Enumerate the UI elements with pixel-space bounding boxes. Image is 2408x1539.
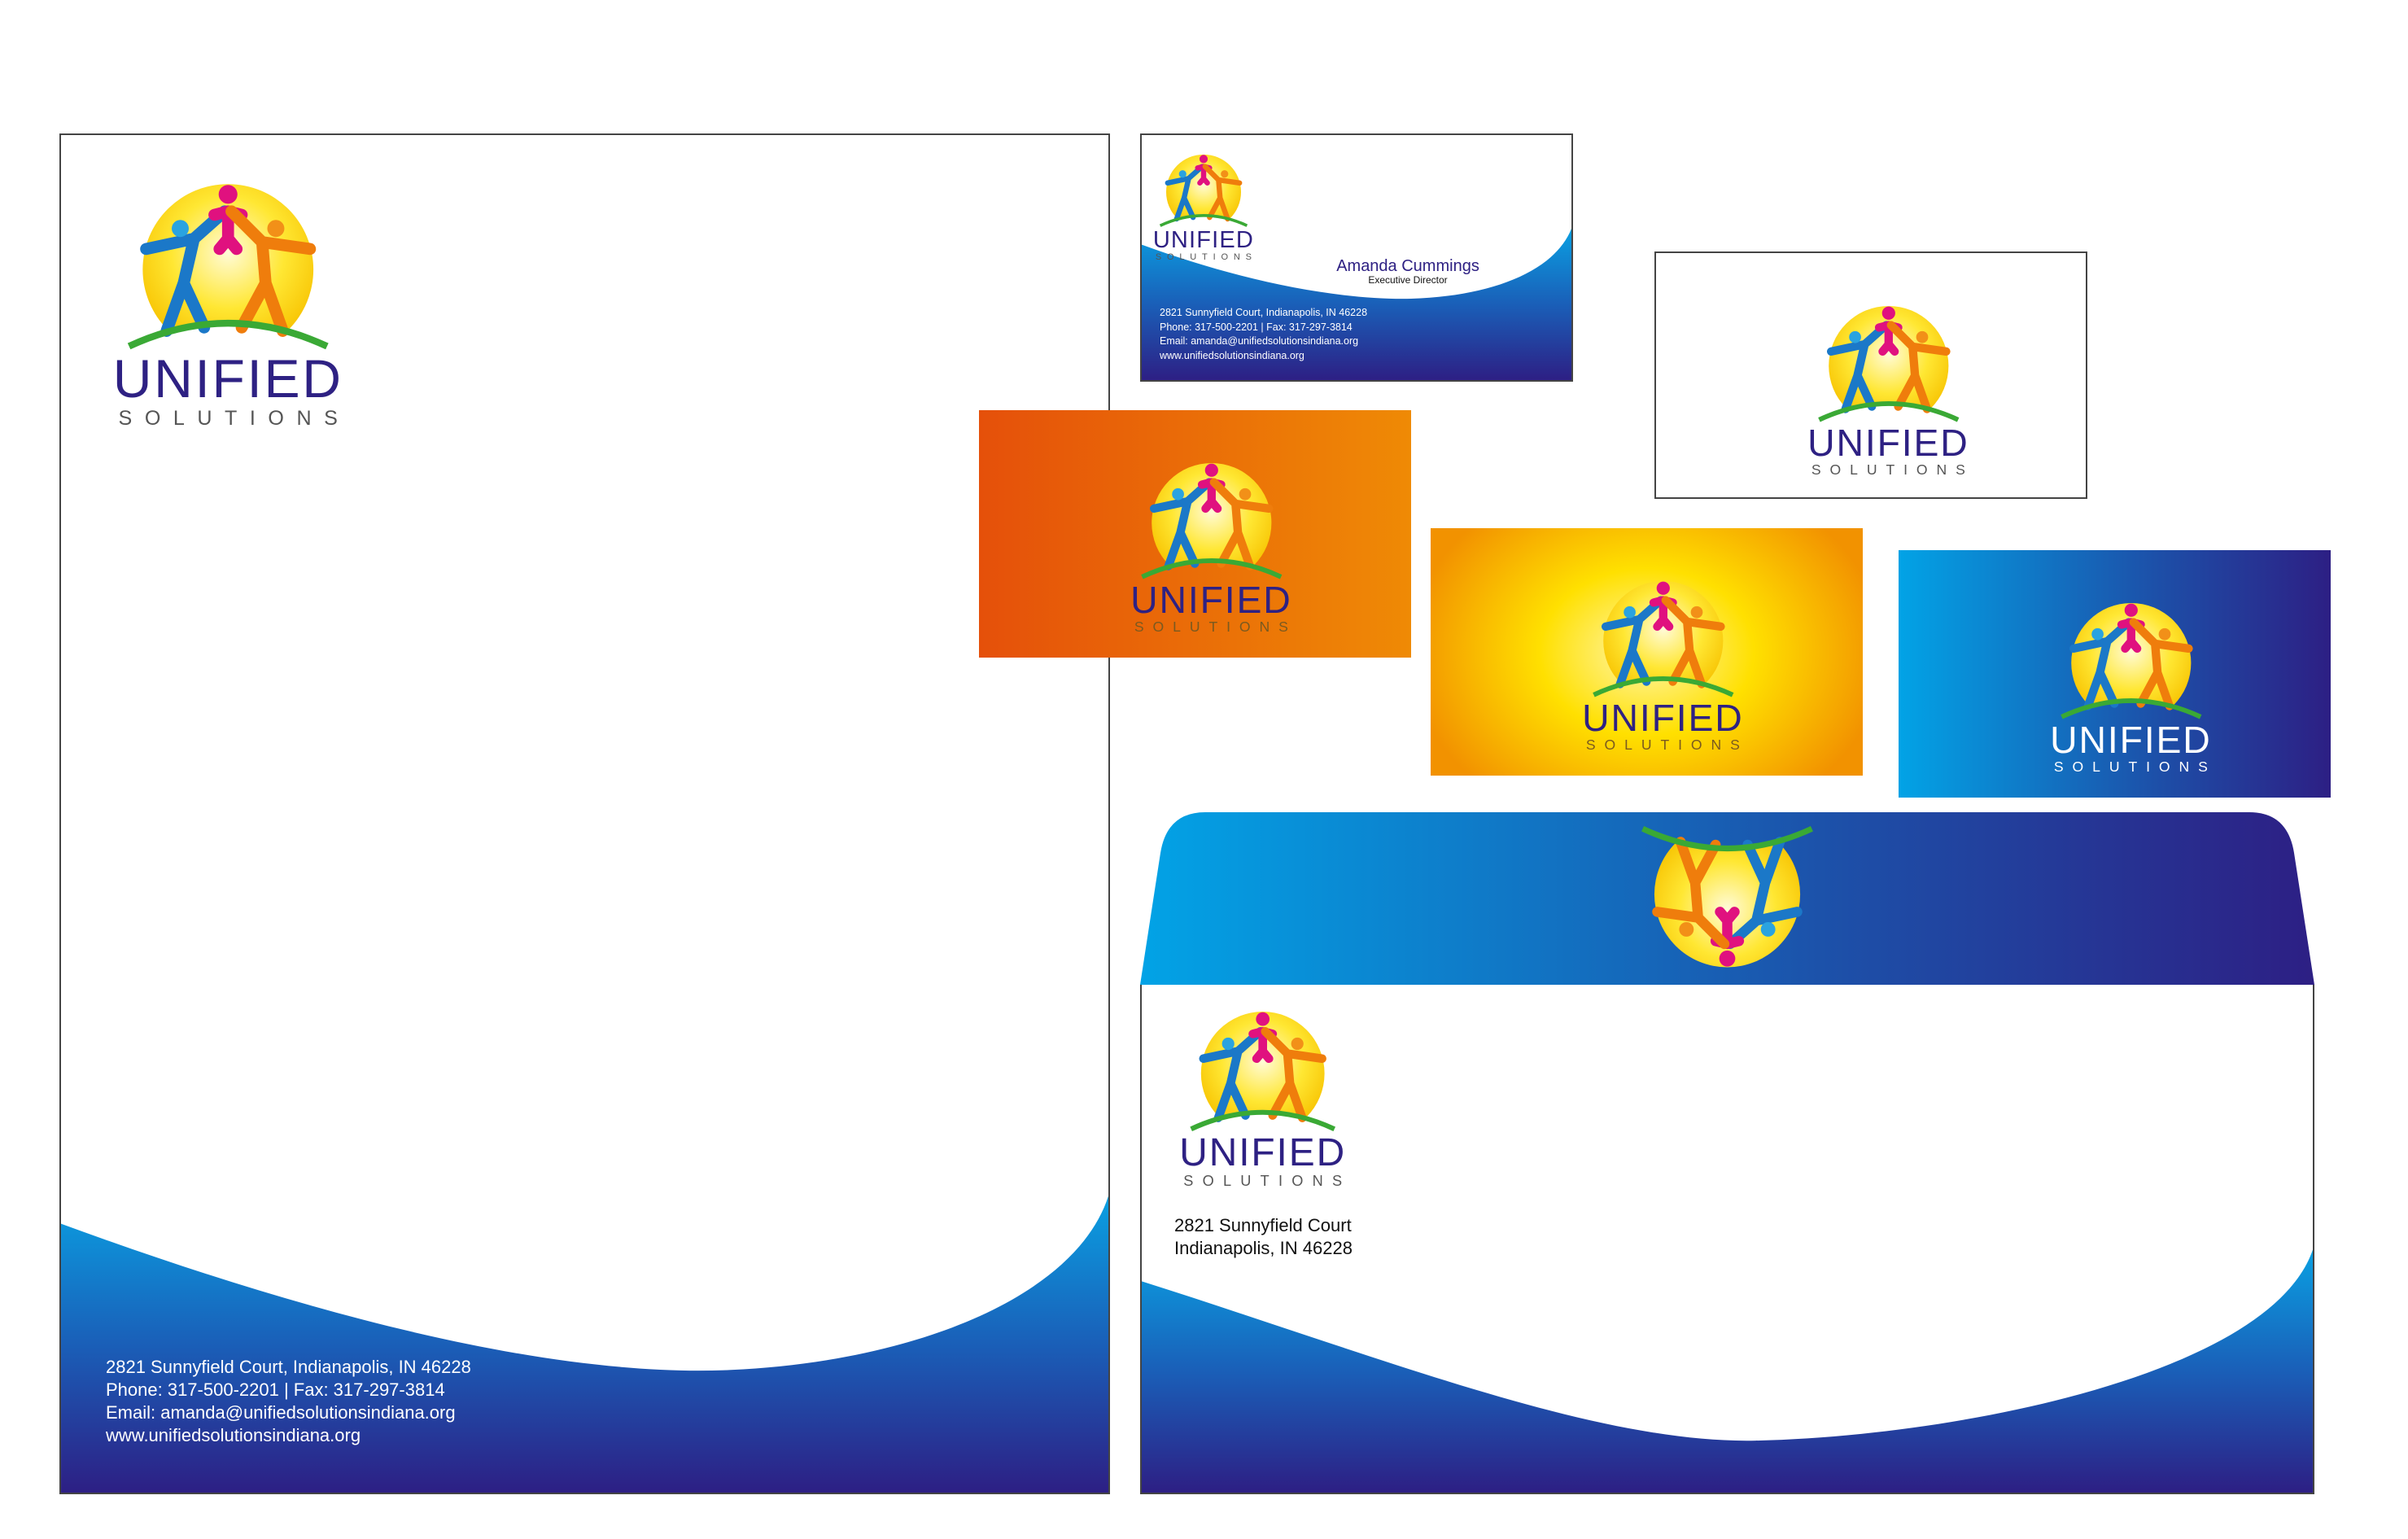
logo-tagline: SOLUTIONS xyxy=(1134,619,1297,636)
street: 2821 Sunnyfield Court xyxy=(1174,1215,1352,1235)
card-logo: UNIFIED SOLUTIONS xyxy=(1150,153,1257,262)
business-card-back-blue: UNIFIED SOLUTIONS xyxy=(1899,550,2331,798)
envelope-logo: UNIFIED SOLUTIONS xyxy=(1174,1009,1351,1189)
logo-name: UNIFIED xyxy=(1130,579,1292,622)
sun-people-icon xyxy=(1136,461,1287,580)
envelope-wave xyxy=(1142,1249,2313,1493)
address: 2821 Sunnyfield Court, Indianapolis, IN … xyxy=(1160,307,1368,318)
phone-fax: Phone: 317-500-2201 | Fax: 317-297-3814 xyxy=(1160,321,1353,333)
logo-name: UNIFIED xyxy=(1152,226,1254,253)
card-logo: UNIFIED SOLUTIONS xyxy=(1803,304,1974,478)
logo-name: UNIFIED xyxy=(2050,719,2212,762)
logo-tagline: SOLUTIONS xyxy=(2053,759,2217,776)
card-wave xyxy=(1142,228,1571,380)
business-card-front: UNIFIED SOLUTIONS Amanda Cummings Execut… xyxy=(1140,133,1573,382)
logo-tagline: SOLUTIONS xyxy=(1811,461,1974,479)
logo-tagline: SOLUTIONS xyxy=(1585,737,1749,754)
sun-people-icon xyxy=(1156,153,1251,228)
card-logo: UNIFIED SOLUTIONS xyxy=(2045,601,2217,775)
sun-people-icon xyxy=(2056,601,2207,720)
card-contact: 2821 Sunnyfield Court, Indianapolis, IN … xyxy=(1160,306,1367,363)
website: www.unifiedsolutionsindiana.org xyxy=(106,1425,361,1445)
return-address: 2821 Sunnyfield Court Indianapolis, IN 4… xyxy=(1174,1214,1353,1260)
sun-people-icon xyxy=(1813,304,1964,423)
logo-tagline: SOLUTIONS xyxy=(1183,1173,1352,1190)
phone-fax: Phone: 317-500-2201 | Fax: 317-297-3814 xyxy=(106,1379,445,1400)
business-card-back-white: UNIFIED SOLUTIONS xyxy=(1654,251,2087,499)
logo-name: UNIFIED xyxy=(1807,422,1969,465)
letterhead-contact: 2821 Sunnyfield Court, Indianapolis, IN … xyxy=(106,1356,471,1447)
logo-name: UNIFIED xyxy=(1179,1130,1347,1174)
business-card-back-orange: UNIFIED SOLUTIONS xyxy=(979,410,1411,658)
email: Email: amanda@unifiedsolutionsindiana.or… xyxy=(106,1402,456,1423)
sun-people-icon xyxy=(1185,1009,1340,1133)
website: www.unifiedsolutionsindiana.org xyxy=(1160,349,1305,361)
flap-sun-people-icon xyxy=(1640,822,1815,973)
logo-tagline: SOLUTIONS xyxy=(118,406,351,430)
email: Email: amanda@unifiedsolutionsindiana.or… xyxy=(1160,335,1359,347)
sun-people-icon xyxy=(120,181,335,352)
card-logo: UNIFIED SOLUTIONS xyxy=(1577,579,1749,753)
letterhead-logo: UNIFIED SOLUTIONS xyxy=(106,181,350,429)
card-holder: Amanda Cummings Executive Director xyxy=(1331,257,1485,286)
address: 2821 Sunnyfield Court, Indianapolis, IN … xyxy=(106,1357,471,1377)
city: Indianapolis, IN 46228 xyxy=(1174,1238,1353,1258)
person-name: Amanda Cummings xyxy=(1336,257,1479,275)
logo-name: UNIFIED xyxy=(1582,697,1744,740)
card-logo: UNIFIED SOLUTIONS xyxy=(1125,461,1297,635)
business-card-back-yellow: UNIFIED SOLUTIONS xyxy=(1431,528,1863,776)
letterhead-wave xyxy=(61,1196,1108,1493)
logo-name: UNIFIED xyxy=(112,349,343,410)
person-title: Executive Director xyxy=(1368,274,1448,286)
letterhead: UNIFIED SOLUTIONS 2821 Sunnyfield Court,… xyxy=(59,133,1110,1494)
logo-tagline: SOLUTIONS xyxy=(1155,251,1257,262)
sun-people-icon xyxy=(1588,579,1739,698)
envelope-body: UNIFIED SOLUTIONS 2821 Sunnyfield Court … xyxy=(1140,985,2314,1494)
